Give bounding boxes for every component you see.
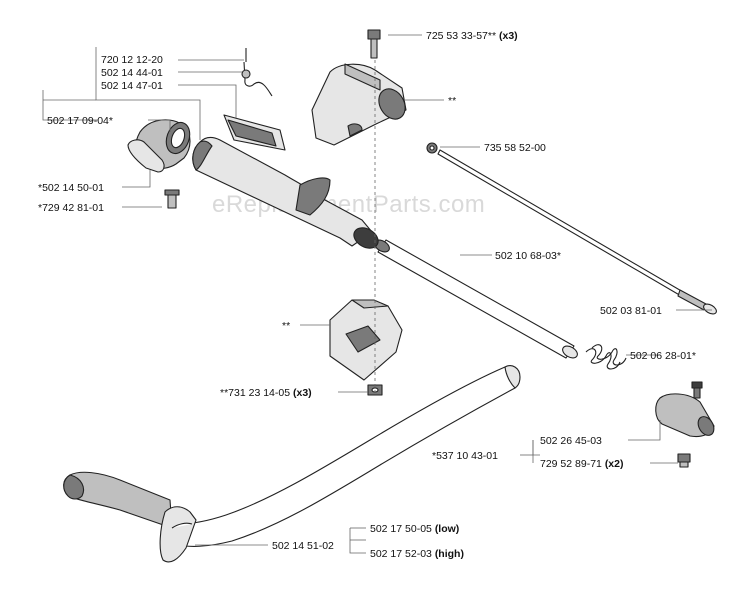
- label-lower-bracket: **: [282, 320, 290, 332]
- label-502-03-81-01: 502 03 81-01: [600, 305, 662, 317]
- label-502-10-68-03: 502 10 68-03*: [495, 250, 561, 262]
- label-502-06-28-01: 502 06 28-01*: [630, 350, 696, 362]
- label-735-58-52-00: 735 58 52-00: [484, 142, 546, 154]
- end-cap: [127, 119, 191, 173]
- screw-small: [677, 453, 691, 468]
- tube: [374, 239, 578, 359]
- label-502-14-50-01: *502 14 50-01: [38, 182, 104, 194]
- label-731-23-14-05: **731 23 14-05 (x3): [220, 387, 312, 399]
- label-537-10-43-01: *537 10 43-01: [432, 450, 498, 462]
- leader-lines: [42, 34, 712, 554]
- drive-shaft: [426, 142, 717, 315]
- screw-top: [367, 29, 381, 59]
- label-502-14-51-02: 502 14 51-02: [272, 540, 334, 552]
- label-725-53-33-57: 725 53 33-57** (x3): [426, 30, 518, 42]
- spring: [585, 344, 627, 370]
- label-729-52-89-71: 729 52 89-71 (x2): [540, 458, 624, 470]
- handle-bar: [63, 365, 521, 563]
- label-502-17-09-04: 502 17 09-04*: [47, 115, 113, 127]
- end-housing: [655, 381, 715, 438]
- label-502-17-52-03: 502 17 52-03 (high): [370, 548, 464, 560]
- label-upper-housing: **: [448, 95, 456, 107]
- screw-left: [164, 189, 180, 209]
- upper-housing: [311, 63, 407, 146]
- part-labels: 720 12 12-20 502 14 44-01 502 14 47-01 5…: [38, 30, 696, 560]
- label-502-26-45-03: 502 26 45-03: [540, 435, 602, 447]
- label-720-12-12-20: 720 12 12-20: [101, 54, 163, 66]
- label-502-14-47-01: 502 14 47-01: [101, 80, 163, 92]
- label-502-14-44-01: 502 14 44-01: [101, 67, 163, 79]
- label-502-17-50-05: 502 17 50-05 (low): [370, 523, 459, 535]
- throttle-clip: [223, 48, 286, 151]
- lower-bracket: [329, 299, 403, 381]
- label-729-42-81-01: *729 42 81-01: [38, 202, 104, 214]
- grip-handle: [192, 137, 379, 249]
